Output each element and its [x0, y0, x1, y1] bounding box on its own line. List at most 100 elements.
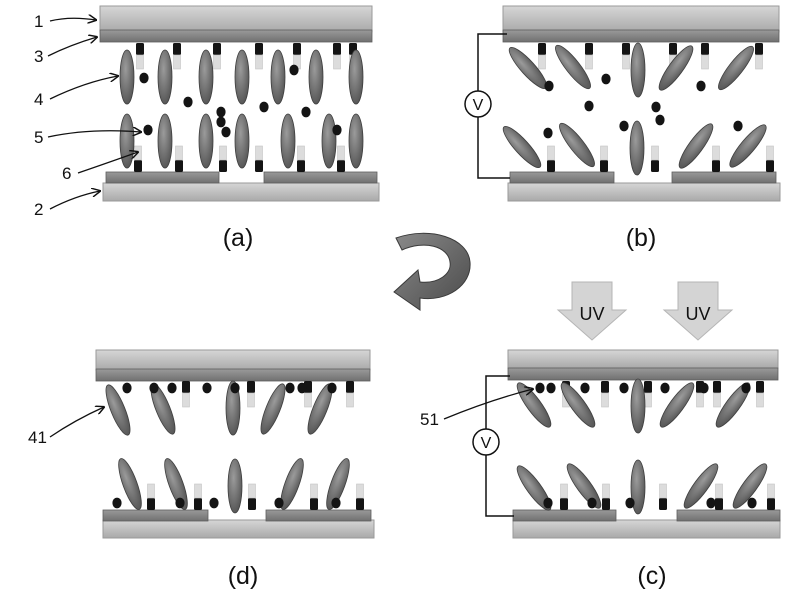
electrode-layer [507, 367, 779, 381]
alignment-anchor-head [310, 498, 318, 510]
alignment-anchor-tail [701, 54, 709, 70]
glass-substrate [102, 182, 380, 202]
curved-arrow-icon [393, 232, 471, 311]
monomer-dot [230, 382, 240, 394]
alignment-anchor-tail [712, 145, 720, 161]
alignment-anchor-head [547, 160, 555, 172]
monomer-dot [587, 497, 597, 509]
monomer-dot [543, 497, 553, 509]
callout-1: 1 [34, 12, 43, 31]
liquid-crystal-molecule [119, 113, 135, 169]
voltage-circuit-b: V [464, 33, 510, 179]
monomer-dot [149, 382, 159, 394]
liquid-crystal-molecule [629, 120, 645, 176]
liquid-crystal-molecule [560, 382, 596, 428]
alignment-anchor-head [213, 43, 221, 55]
glass-substrate [502, 5, 780, 33]
alignment-anchor-tail [715, 483, 723, 499]
liquid-crystal-molecule [198, 49, 214, 105]
monomer-dot [601, 73, 611, 85]
monomer-dot [546, 382, 556, 394]
monomer-dot [332, 124, 342, 136]
monomer-dot [584, 100, 594, 112]
alignment-anchor-head [255, 160, 263, 172]
electrode-layer [102, 509, 209, 522]
monomer-dot [112, 497, 122, 509]
electrode-layer [509, 171, 615, 184]
alignment-anchor-tail [248, 483, 256, 499]
panel-b [502, 5, 781, 202]
liquid-crystal-molecule [270, 49, 286, 105]
glass-substrate [512, 519, 781, 539]
alignment-anchor-head [538, 43, 546, 55]
alignment-anchor-head [134, 160, 142, 172]
liquid-crystal-molecule [119, 49, 135, 105]
liquid-crystal-molecule [566, 463, 602, 509]
alignment-anchor-head [248, 498, 256, 510]
alignment-anchor-head [651, 160, 659, 172]
liquid-crystal-molecule [630, 42, 646, 98]
alignment-anchor-tail [175, 145, 183, 161]
alignment-anchor-tail [560, 483, 568, 499]
alignment-anchor-tail [622, 54, 630, 70]
alignment-anchor-head [136, 43, 144, 55]
alignment-anchor-head [602, 498, 610, 510]
monomer-dot [619, 120, 629, 132]
liquid-crystal-molecule [198, 113, 214, 169]
monomer-dot [741, 382, 751, 394]
liquid-crystal-molecule [559, 122, 595, 168]
callout-6: 6 [62, 164, 71, 183]
liquid-crystal-molecule [718, 45, 754, 91]
liquid-crystal-molecule [157, 113, 173, 169]
liquid-crystal-molecule [732, 463, 768, 509]
alignment-anchor-head [622, 43, 630, 55]
alignment-anchor-tail [356, 483, 364, 499]
panel-a-caption: (a) [223, 224, 254, 252]
monomer-dot [625, 497, 635, 509]
electrode-layer [671, 171, 777, 184]
liquid-crystal-molecule [502, 125, 542, 169]
monomer-dot [122, 382, 132, 394]
alignment-anchor-head [715, 498, 723, 510]
alignment-anchor-head [337, 160, 345, 172]
callout-51: 51 [420, 410, 439, 429]
uv-label-right: UV [685, 304, 710, 324]
uv-arrow-left: UV [556, 281, 628, 341]
alignment-anchor-head [644, 381, 652, 393]
alignment-anchor-tail [601, 392, 609, 408]
monomer-dot [301, 106, 311, 118]
voltmeter-icon [464, 90, 492, 118]
alignment-anchor-head [766, 160, 774, 172]
monomer-dot [183, 96, 193, 108]
voltage-symbol-b: V [473, 97, 484, 114]
alignment-anchor-tail [213, 54, 221, 70]
liquid-crystal-molecule [157, 49, 173, 105]
alignment-anchor-tail [644, 392, 652, 408]
callout-3: 3 [34, 47, 43, 66]
liquid-crystal-molecule [227, 458, 243, 514]
electrode-layer [105, 171, 220, 184]
alignment-anchor-tail [659, 483, 667, 499]
liquid-crystal-molecule [234, 113, 250, 169]
alignment-anchor-head [333, 43, 341, 55]
alignment-anchor-head [293, 43, 301, 55]
alignment-anchor-tail [173, 54, 181, 70]
monomer-dot [699, 382, 709, 394]
alignment-anchor-head [713, 381, 721, 393]
uv-label-left: UV [579, 304, 604, 324]
monomer-dot [202, 382, 212, 394]
callout-2: 2 [34, 200, 43, 219]
voltage-symbol-c: V [481, 435, 492, 452]
monomer-dot [544, 80, 554, 92]
liquid-crystal-molecule [321, 113, 337, 169]
liquid-crystal-molecule [118, 458, 142, 510]
electrode-layer [512, 509, 617, 522]
alignment-anchor-head [219, 160, 227, 172]
alignment-anchor-tail [136, 54, 144, 70]
alignment-anchor-tail [304, 392, 312, 408]
monomer-dot [289, 64, 299, 76]
alignment-anchor-tail [767, 483, 775, 499]
electrode-layer [265, 509, 372, 522]
monomer-dot [747, 497, 757, 509]
